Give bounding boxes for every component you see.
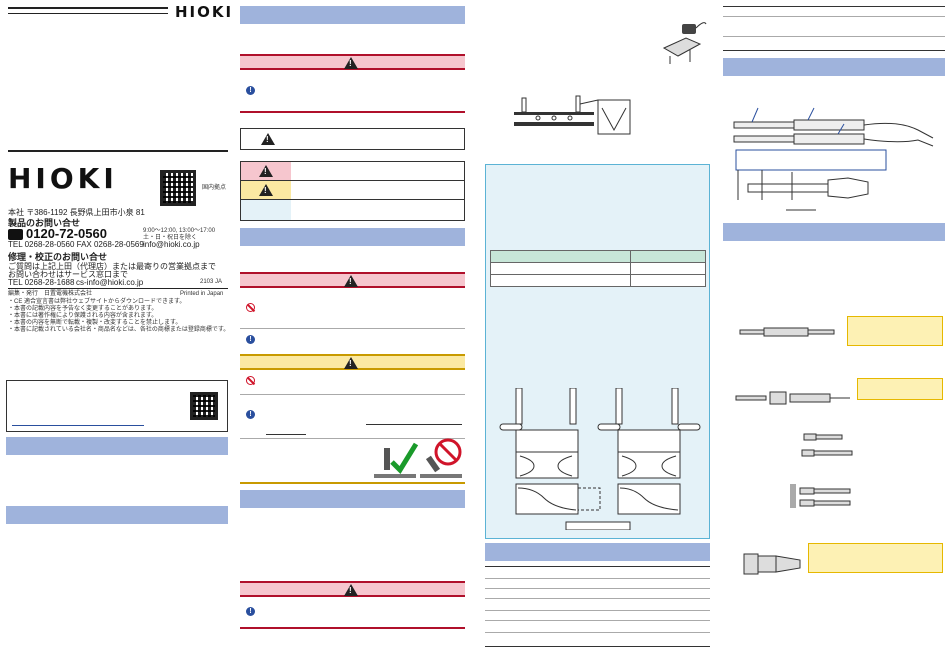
section-heading-band: [240, 490, 465, 508]
free-dial-number: 0120-72-0560: [26, 226, 107, 241]
warning-notice-box: [240, 128, 465, 150]
probe-clip-illustration: [662, 22, 707, 64]
divider: [240, 111, 465, 113]
free-dial-icon: [8, 229, 23, 240]
probe-parts-diagram: [733, 107, 934, 211]
table-row-line: [723, 36, 945, 37]
section-heading-band: [6, 506, 228, 524]
divider: [240, 627, 465, 629]
note-5: ・本書に記載されている会社名・商品名などは、各社の商標または登録商標です。: [8, 327, 230, 333]
table-row-line: [485, 620, 710, 621]
section-heading-band: [240, 6, 465, 24]
table-row-line: [485, 598, 710, 599]
contact-email: info@hioki.co.jp: [143, 240, 200, 249]
waveform-comparison-diagram: [499, 388, 701, 530]
table-row-line: [485, 646, 710, 647]
table-row-line: [240, 199, 465, 200]
note-box: [808, 543, 943, 573]
hq-address: 本社 〒386-1192 長野県上田市小泉 81: [8, 208, 145, 217]
info-icon: !: [246, 86, 255, 95]
table-row-line: [485, 566, 710, 567]
table-row-line: [240, 180, 465, 181]
hazard-level-table: [240, 161, 465, 221]
table-row-line: [485, 632, 710, 633]
danger-band: [240, 272, 465, 288]
domestic-label: 国内拠点: [202, 185, 227, 191]
section-heading-band: [240, 228, 465, 246]
tel-fax: TEL 0268-28-0560 FAX 0268-28-0569: [8, 240, 144, 249]
top-rule: [8, 7, 168, 9]
repair-line-2: お問い合わせはサービス窓口まで: [8, 270, 128, 279]
repair-heading: 修理・校正のお問い合せ: [8, 252, 108, 262]
info-icon: !: [246, 335, 255, 344]
inquiry-heading: 製品のお問い合せ: [8, 218, 81, 228]
probe-correct-usage-illustration: [374, 438, 462, 478]
probe-assembly-step-1: [739, 327, 835, 337]
section-heading-band: [6, 437, 228, 455]
printed-in: Printed in Japan: [180, 291, 224, 297]
pcb-probe-illustration: [514, 95, 631, 135]
repair-email: cs-info@hioki.co.jp: [76, 278, 144, 287]
info-icon: !: [246, 410, 255, 419]
note-2: ・本書の記載内容を予告なく変更することがあります。: [8, 306, 158, 312]
section-rule: [8, 150, 228, 152]
danger-band: [240, 581, 465, 597]
office-hours: 9:00～12:00, 13:00～17:00: [143, 228, 216, 234]
table-row-line: [485, 578, 710, 579]
section-heading-band: [723, 58, 945, 76]
probe-assembly-step-5: [743, 553, 801, 575]
table-row-line: [723, 50, 945, 51]
publisher: 編集・発行 日置電機株式会社: [8, 291, 93, 297]
info-icon: !: [246, 607, 255, 616]
note-box: [847, 316, 943, 346]
office-hours-note: 土・日・祝日を除く: [143, 235, 198, 241]
table-row-line: [485, 610, 710, 611]
divider: [240, 394, 465, 395]
note-4: ・本書の内容を無断で転載・複製・改変することを禁止します。: [8, 320, 182, 326]
spec-table: [490, 250, 706, 287]
domestic-qr-code: [160, 170, 196, 206]
footer-rule: [8, 288, 228, 289]
danger-level-cell: [241, 162, 291, 180]
note-1: ・CE 適合宣言書は弊社ウェブサイトからダウンロードできます。: [8, 299, 186, 305]
divider: [240, 482, 465, 484]
repair-line-1: ご質問は上記上田（代理店）または最寄りの営業拠点まで: [8, 262, 216, 271]
underline-1: [366, 424, 462, 425]
table-row-line: [723, 16, 945, 17]
section-heading-band: [723, 223, 945, 241]
repair-tel: TEL 0268-28-1688: [8, 278, 75, 287]
divider: [240, 328, 465, 329]
warning-level-cell: [241, 181, 291, 199]
section-heading-band: [485, 543, 710, 561]
table-row-line: [723, 6, 945, 7]
probe-assembly-step-3: [801, 433, 853, 457]
registration-url-underline: [12, 425, 144, 426]
note-box: [857, 378, 943, 400]
caution-band: [240, 354, 465, 370]
caution-level-cell: [241, 200, 291, 220]
brand-logo-large: HIOKI: [8, 162, 118, 195]
brand-logo-small: HIOKI: [175, 3, 234, 21]
note-3: ・本書には著作権により保護される内容が含まれます。: [8, 313, 158, 319]
registration-box: [6, 380, 228, 432]
prohibited-icon: [246, 376, 255, 385]
top-rule-2: [8, 13, 168, 14]
danger-band: [240, 54, 465, 70]
prohibited-icon: [246, 303, 255, 312]
registration-qr-code: [190, 392, 218, 420]
underline-2: [266, 434, 306, 435]
divider: [240, 438, 465, 439]
probe-assembly-step-2: [735, 391, 850, 405]
edition-code: 2103 JA: [200, 279, 223, 285]
probe-assembly-step-4: [790, 484, 851, 508]
table-row-line: [485, 588, 710, 589]
